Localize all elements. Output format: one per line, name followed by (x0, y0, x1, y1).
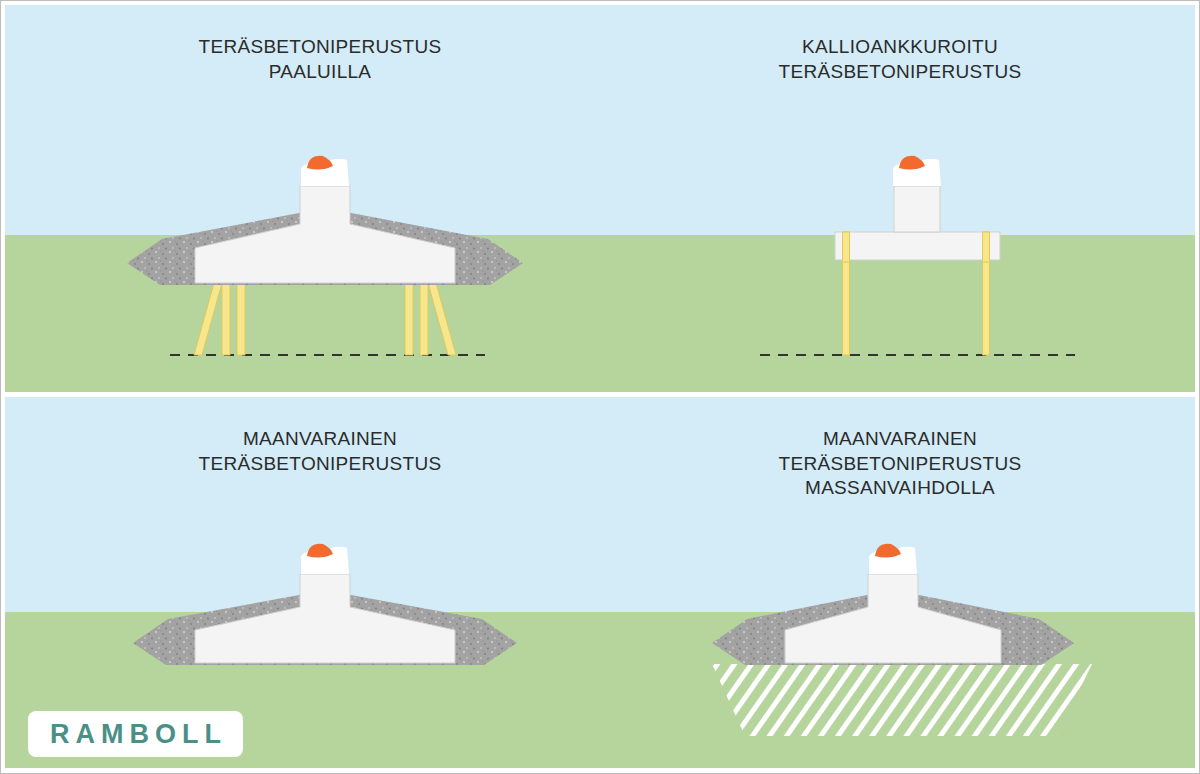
panel-title: KALLIOANKKUROITU TERÄSBETONIPERUSTUS (779, 35, 1022, 84)
panel-title: MAANVARAINEN TERÄSBETONIPERUSTUS (199, 427, 442, 476)
concrete-pedestal (894, 186, 940, 232)
pile (983, 232, 990, 262)
tower-base (893, 156, 941, 186)
logo-text: RAMBOLL (28, 711, 243, 757)
pile (428, 283, 456, 355)
foundation-panel: TERÄSBETONIPERUSTUS PAALUILLA (45, 5, 595, 392)
pile (420, 283, 428, 355)
pile (237, 283, 245, 355)
tower-base (301, 544, 349, 574)
pile (194, 283, 222, 355)
bearing-level (760, 354, 1075, 356)
soil-replacement (712, 664, 1092, 736)
panel-title: TERÄSBETONIPERUSTUS PAALUILLA (199, 35, 442, 84)
pile (222, 283, 230, 355)
pile (843, 232, 850, 355)
tower-base (869, 544, 917, 574)
tower-base (301, 156, 349, 186)
concrete-foundation (835, 232, 1000, 260)
pile (983, 232, 990, 355)
panel-title: MAANVARAINEN TERÄSBETONIPERUSTUS MASSANV… (779, 427, 1022, 501)
bearing-level (170, 354, 485, 356)
foundation-panel: KALLIOANKKUROITU TERÄSBETONIPERUSTUS (605, 5, 1195, 392)
concrete-foundation (195, 186, 455, 283)
pile (405, 283, 413, 355)
pile (843, 232, 850, 262)
concrete-foundation (785, 574, 1001, 663)
concrete-foundation (195, 574, 455, 663)
foundation-panel: MAANVARAINEN TERÄSBETONIPERUSTUS MASSANV… (605, 397, 1195, 768)
